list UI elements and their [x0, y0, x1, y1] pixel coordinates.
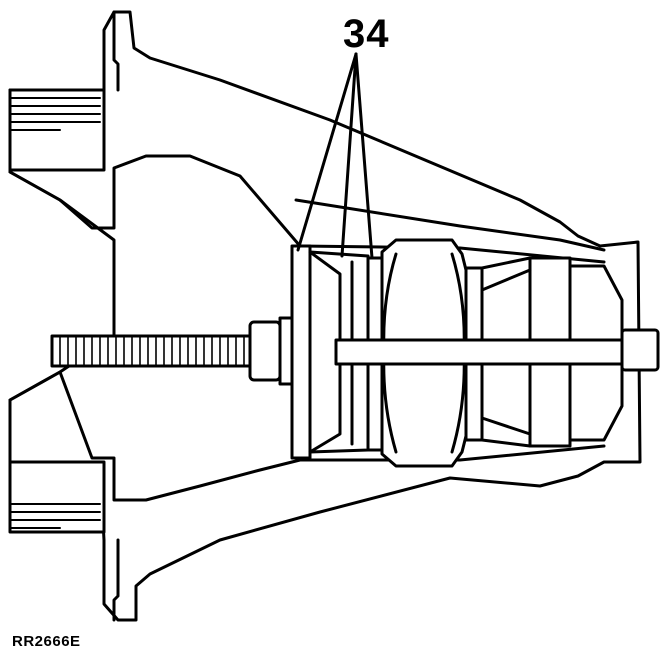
callout-label-34: 34	[343, 12, 390, 56]
upper-stud-hatching	[9, 97, 101, 131]
inner-hub-upper-contour	[8, 154, 302, 248]
press-plate	[290, 244, 312, 460]
callout-leaders	[296, 52, 374, 260]
left-washer	[278, 316, 294, 386]
lower-stud-hatching	[9, 503, 101, 529]
reference-code: RR2666E	[12, 633, 81, 650]
bore-lower-line	[298, 444, 606, 462]
left-nut	[248, 320, 282, 382]
upper-flange-step	[112, 10, 120, 92]
bore-upper-line	[294, 198, 606, 252]
lower-stud-block	[8, 460, 106, 534]
rod-shaft	[334, 338, 624, 366]
inner-hub-lower-contour	[8, 370, 302, 502]
threaded-rod	[50, 334, 254, 368]
right-nut	[620, 328, 660, 372]
rod-threads	[59, 335, 245, 367]
lower-flange-step	[112, 538, 120, 622]
cone-right-taper	[480, 268, 532, 436]
